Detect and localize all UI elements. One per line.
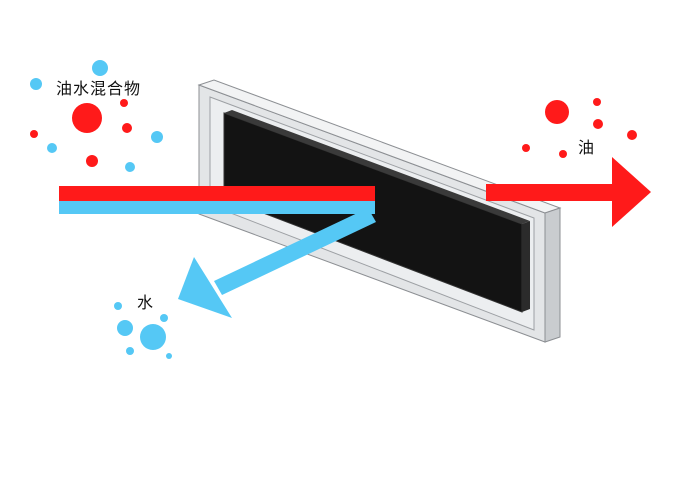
mixture-droplets <box>30 60 163 172</box>
red-droplet-icon <box>120 99 128 107</box>
red-droplet-icon <box>593 119 603 129</box>
filter-core-edge <box>522 221 530 312</box>
blue-droplet-icon <box>151 131 163 143</box>
oil-droplets <box>522 98 637 158</box>
oil-arrow-head <box>612 157 651 227</box>
blue-droplet-icon <box>30 78 42 90</box>
incoming-water-band <box>59 201 375 214</box>
red-droplet-icon <box>122 123 132 133</box>
blue-droplet-icon <box>126 347 134 355</box>
filter-core-top <box>224 110 530 224</box>
blue-droplet-icon <box>92 60 108 76</box>
red-droplet-icon <box>545 100 569 124</box>
blue-droplet-icon <box>125 162 135 172</box>
incoming-oil-band <box>59 186 375 201</box>
blue-droplet-icon <box>160 314 168 322</box>
frame-side-face <box>544 207 561 343</box>
red-droplet-icon <box>72 103 102 133</box>
oil-arrow-shaft <box>486 184 616 201</box>
blue-droplet-icon <box>166 353 172 359</box>
red-droplet-icon <box>627 130 637 140</box>
blue-droplet-icon <box>114 302 122 310</box>
water-output-arrow <box>178 208 376 318</box>
water-arrow-head <box>178 257 232 318</box>
water-droplets <box>114 302 172 359</box>
oil-label: 油 <box>578 138 595 157</box>
red-droplet-icon <box>86 155 98 167</box>
blue-droplet-icon <box>117 320 133 336</box>
water-arrow-shaft <box>214 208 376 295</box>
blue-droplet-icon <box>47 143 57 153</box>
red-droplet-icon <box>30 130 38 138</box>
water-label: 水 <box>137 293 154 312</box>
red-droplet-icon <box>522 144 530 152</box>
blue-droplet-icon <box>140 324 166 350</box>
mixture-label: 油水混合物 <box>56 79 142 98</box>
red-droplet-icon <box>593 98 601 106</box>
incoming-mixture-stream <box>59 186 375 214</box>
oil-output-arrow <box>486 157 651 227</box>
red-droplet-icon <box>559 150 567 158</box>
